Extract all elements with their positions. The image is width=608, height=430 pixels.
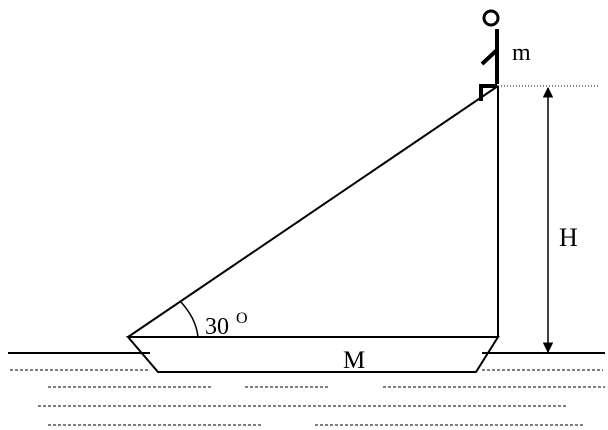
person-arm [480, 48, 499, 66]
person-head [482, 9, 500, 27]
angle-unit-label: O [236, 310, 248, 327]
person-legs [479, 84, 497, 101]
height-label: H [559, 223, 578, 252]
angle-value-label: 30 [205, 314, 229, 340]
boat-mass-label: M [343, 347, 365, 374]
person-mass-label: m [512, 40, 531, 66]
person-figure [479, 9, 500, 101]
incline-slope [127, 85, 499, 338]
boat-hull [125, 336, 500, 373]
water-ripples [10, 369, 605, 426]
angle-arc [179, 300, 199, 338]
